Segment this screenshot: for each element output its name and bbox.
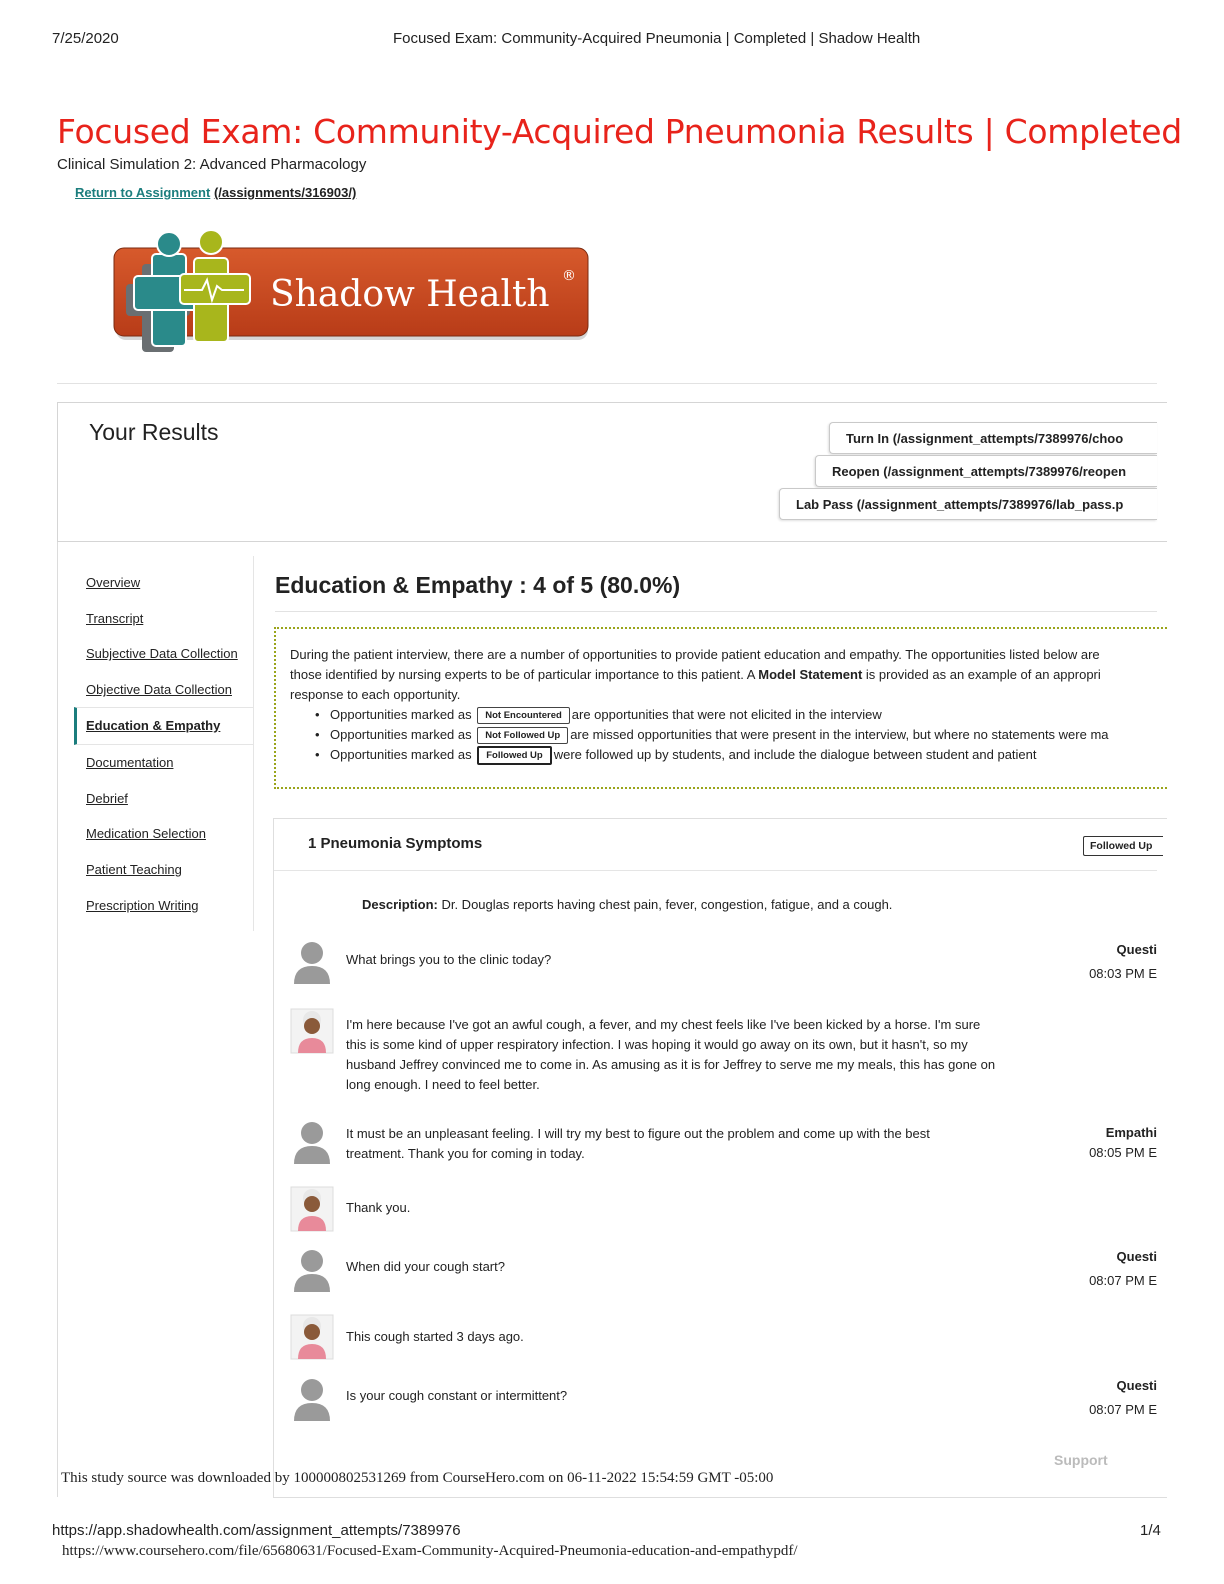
nav-item-debrief[interactable]: Debrief: [86, 791, 128, 806]
results-header-box: [57, 402, 1167, 542]
nav-item-overview[interactable]: Overview: [86, 575, 141, 590]
student-avatar-icon: [290, 1118, 334, 1164]
message-student: When did your cough start?: [346, 1259, 505, 1274]
return-to-assignment-link[interactable]: Return to Assignment (/assignments/31690…: [75, 185, 356, 200]
support-button[interactable]: Support: [1054, 1452, 1108, 1468]
message-timestamp: 08:07 PM E: [1089, 1402, 1157, 1417]
nav-item-medication-selection[interactable]: Medication Selection: [86, 826, 206, 841]
results-nav: Overview Transcript Subjective Data Coll…: [74, 556, 254, 931]
turn-in-button[interactable]: Turn In (/assignment_attempts/7389976/ch…: [829, 422, 1157, 454]
nav-active-indicator: [74, 707, 254, 745]
return-link-label[interactable]: Return to Assignment: [75, 185, 211, 200]
footer-url: https://app.shadowhealth.com/assignment_…: [52, 1522, 461, 1539]
section-divider: [275, 611, 1157, 612]
patient-avatar-icon: [290, 1314, 334, 1360]
opportunity-title: 1 Pneumonia Symptoms: [308, 835, 483, 852]
badge-not-encountered: Not Encountered: [477, 707, 570, 725]
logo-graphic: Shadow Health ®: [113, 229, 589, 352]
page-title: Focused Exam: Community-Acquired Pneumon…: [57, 112, 1182, 151]
bullet-not-followed-up: •Opportunities marked as Not Followed Up…: [315, 725, 1109, 745]
message-student: What brings you to the clinic today?: [346, 952, 552, 967]
message-type-label: Questi: [1116, 1378, 1157, 1393]
nav-item-documentation[interactable]: Documentation: [86, 755, 174, 770]
message-type-label: Empathi: [1105, 1125, 1157, 1140]
logo-text: Shadow Health: [270, 274, 550, 315]
message-patient: This cough started 3 days ago.: [346, 1329, 524, 1344]
instructions-box: [274, 627, 1167, 789]
opportunity-card: [273, 818, 1167, 1498]
instructions-text: During the patient interview, there are …: [290, 645, 1157, 775]
print-date: 7/25/2020: [52, 30, 119, 47]
badge-not-followed-up: Not Followed Up: [477, 727, 569, 745]
message-timestamp: 08:07 PM E: [1089, 1273, 1157, 1288]
results-title: Your Results: [89, 419, 219, 445]
lab-pass-button[interactable]: Lab Pass (/assignment_attempts/7389976/l…: [779, 488, 1157, 520]
bullet-not-encountered: •Opportunities marked as Not Encountered…: [315, 705, 882, 725]
nav-item-patient-teaching[interactable]: Patient Teaching: [86, 862, 182, 877]
print-title: Focused Exam: Community-Acquired Pneumon…: [393, 30, 921, 47]
message-timestamp: 08:03 PM E: [1089, 966, 1157, 981]
svg-text:®: ®: [562, 268, 576, 284]
page-number: 1/4: [1140, 1522, 1161, 1539]
download-watermark: This study source was downloaded by 1000…: [61, 1470, 774, 1486]
reopen-button[interactable]: Reopen (/assignment_attempts/7389976/reo…: [815, 455, 1157, 487]
source-url: https://www.coursehero.com/file/65680631…: [62, 1543, 798, 1559]
nav-item-education-empathy[interactable]: Education & Empathy: [86, 718, 221, 733]
message-timestamp: 08:05 PM E: [1089, 1145, 1157, 1160]
shadow-health-logo: Shadow Health ®: [112, 228, 592, 356]
nav-item-transcript[interactable]: Transcript: [86, 611, 144, 626]
divider: [57, 383, 1157, 384]
opportunity-description: Description: Dr. Douglas reports having …: [362, 897, 893, 912]
page-subtitle: Clinical Simulation 2: Advanced Pharmaco…: [57, 156, 367, 173]
message-type-label: Questi: [1116, 1249, 1157, 1264]
patient-avatar-icon: [290, 1008, 334, 1054]
message-patient: I'm here because I've got an awful cough…: [346, 1017, 996, 1092]
message-type-label: Questi: [1116, 942, 1157, 957]
message-patient: Thank you.: [346, 1200, 411, 1215]
return-link-url[interactable]: (/assignments/316903/): [213, 185, 357, 200]
opportunity-status-badge: Followed Up: [1083, 836, 1163, 856]
student-avatar-icon: [290, 1246, 334, 1292]
intro-line-2: those identified by nursing experts to b…: [290, 667, 1101, 682]
section-title: Education & Empathy : 4 of 5 (80.0%): [275, 572, 681, 598]
intro-line-3: response to each opportunity.: [290, 687, 461, 702]
student-avatar-icon: [290, 938, 334, 984]
student-avatar-icon: [290, 1375, 334, 1421]
patient-avatar-icon: [290, 1186, 334, 1232]
nav-item-subjective-data[interactable]: Subjective Data Collection: [86, 646, 238, 661]
left-border: [57, 542, 58, 1497]
nav-item-prescription-writing[interactable]: Prescription Writing: [86, 898, 199, 913]
message-student: It must be an unpleasant feeling. I will…: [346, 1126, 930, 1161]
message-student: Is your cough constant or intermittent?: [346, 1388, 568, 1403]
card-divider: [274, 870, 1157, 871]
nav-item-objective-data[interactable]: Objective Data Collection: [86, 682, 232, 697]
intro-line-1: During the patient interview, there are …: [290, 647, 1100, 662]
badge-followed-up: Followed Up: [477, 746, 552, 766]
